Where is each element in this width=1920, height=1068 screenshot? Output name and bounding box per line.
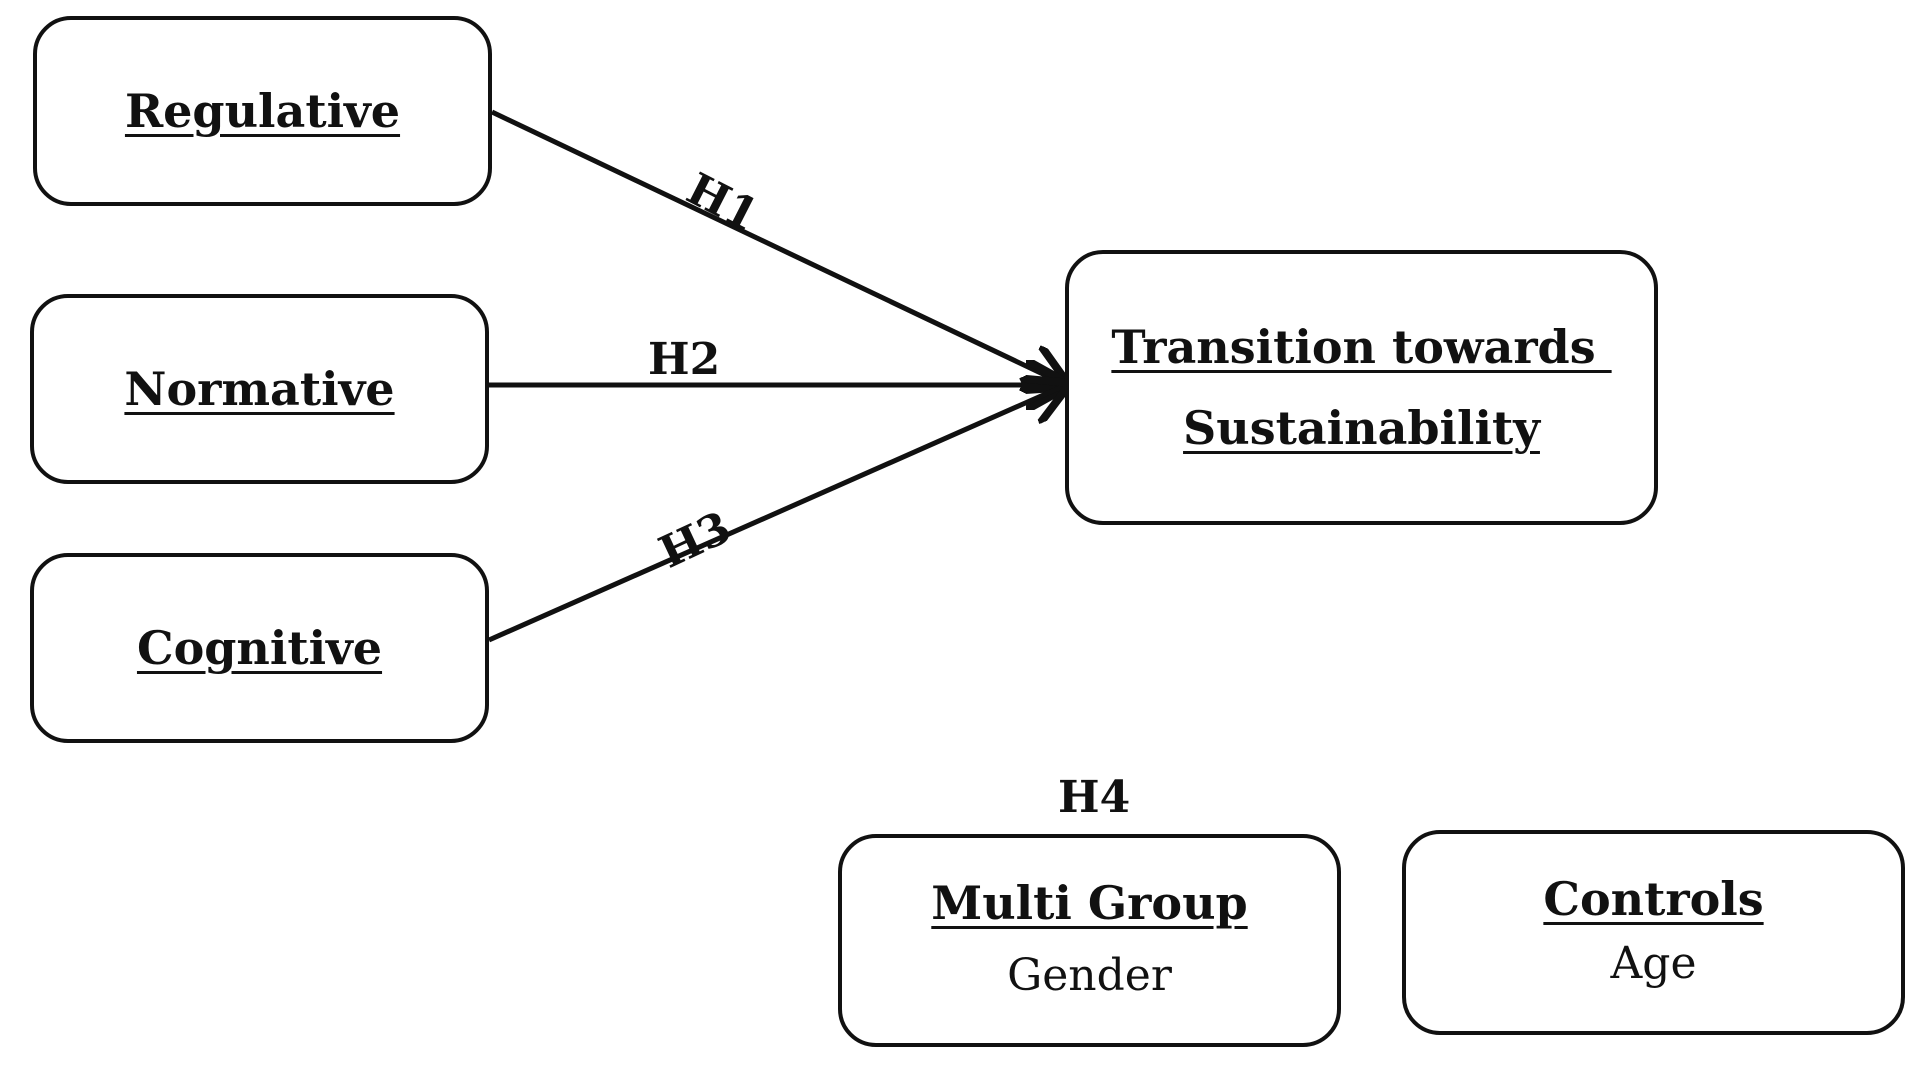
multi-group-subtitle: Gender xyxy=(1007,950,1172,1002)
multi-group-title: Multi Group xyxy=(931,875,1248,930)
multi-group-box: Multi Group Gender xyxy=(838,834,1341,1047)
cognitive-title: Cognitive xyxy=(136,620,383,675)
arrow-h3-cognitive-to-outcome xyxy=(487,385,1066,643)
controls-subtitle: Age xyxy=(1610,938,1697,990)
controls-title: Controls xyxy=(1543,871,1764,926)
h4-label: H4 xyxy=(1058,772,1131,823)
h1-label: H1 xyxy=(678,163,767,242)
outcome-title-line2: Sustainability xyxy=(1183,400,1540,455)
regulative-box: Regulative xyxy=(33,16,492,206)
arrow-h1-regulative-to-outcome xyxy=(490,109,1066,385)
normative-box: Normative xyxy=(30,294,489,484)
transition-towards-sustainability-box: Transition towards Sustainability xyxy=(1065,250,1658,525)
regulative-title: Regulative xyxy=(124,83,401,138)
h2-label: H2 xyxy=(648,334,721,385)
cognitive-box: Cognitive xyxy=(30,553,489,743)
h3-label: H3 xyxy=(651,501,739,579)
controls-box: Controls Age xyxy=(1402,830,1905,1035)
normative-title: Normative xyxy=(124,361,395,416)
outcome-title-line1: Transition towards xyxy=(1111,319,1612,374)
